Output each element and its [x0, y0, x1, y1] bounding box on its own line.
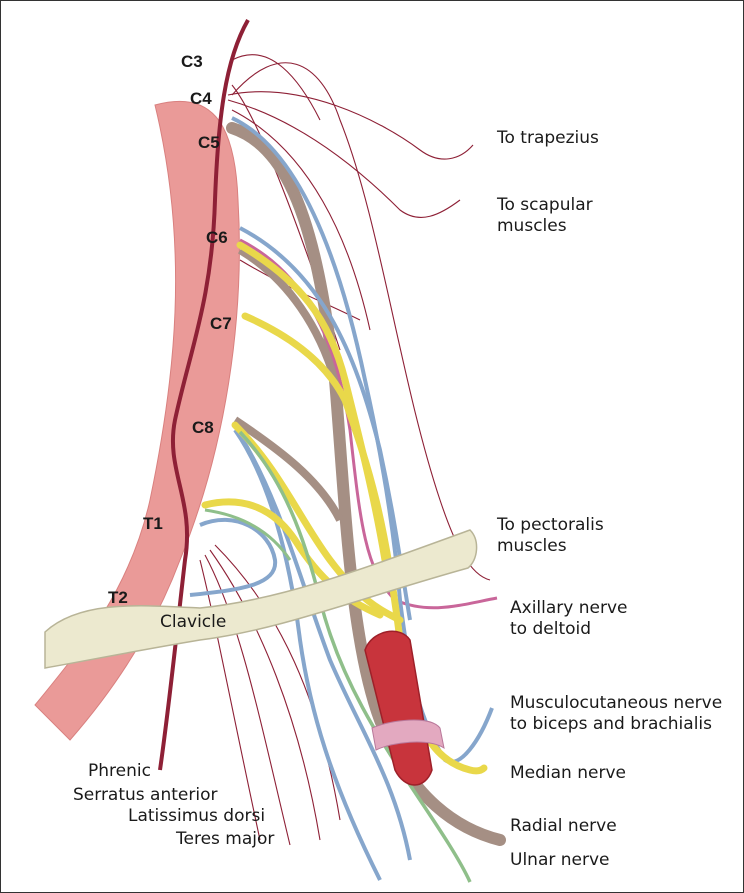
label-to-trapezius: To trapezius — [497, 128, 599, 148]
label-musculocutaneous-line1: Musculocutaneous nerve — [510, 693, 722, 713]
root-label-c8: C8 — [192, 418, 214, 438]
label-axillary-line2: to deltoid — [510, 619, 591, 639]
label-median-nerve: Median nerve — [510, 763, 626, 783]
root-label-t2: T2 — [108, 588, 128, 608]
root-label-c7: C7 — [210, 314, 232, 334]
root-label-c5: C5 — [198, 133, 220, 153]
label-to-scapular-line2: muscles — [497, 216, 567, 236]
label-radial-nerve: Radial nerve — [510, 816, 617, 836]
root-label-c4: C4 — [190, 89, 212, 109]
label-ulnar-nerve: Ulnar nerve — [510, 850, 610, 870]
root-label-t1: T1 — [143, 514, 163, 534]
label-musculocutaneous-line2: to biceps and brachialis — [510, 714, 712, 734]
label-teres-major: Teres major — [176, 829, 274, 849]
clavicle-label: Clavicle — [160, 612, 226, 632]
label-axillary-line1: Axillary nerve — [510, 598, 627, 618]
label-latissimus-dorsi: Latissimus dorsi — [128, 806, 265, 826]
label-to-pectoralis-line2: muscles — [497, 536, 567, 556]
label-to-pectoralis-line1: To pectoralis — [497, 515, 604, 535]
root-label-c6: C6 — [206, 228, 228, 248]
root-label-c3: C3 — [181, 52, 203, 72]
label-phrenic: Phrenic — [88, 761, 151, 781]
label-to-scapular-line1: To scapular — [497, 195, 593, 215]
label-serratus-anterior: Serratus anterior — [73, 785, 217, 805]
